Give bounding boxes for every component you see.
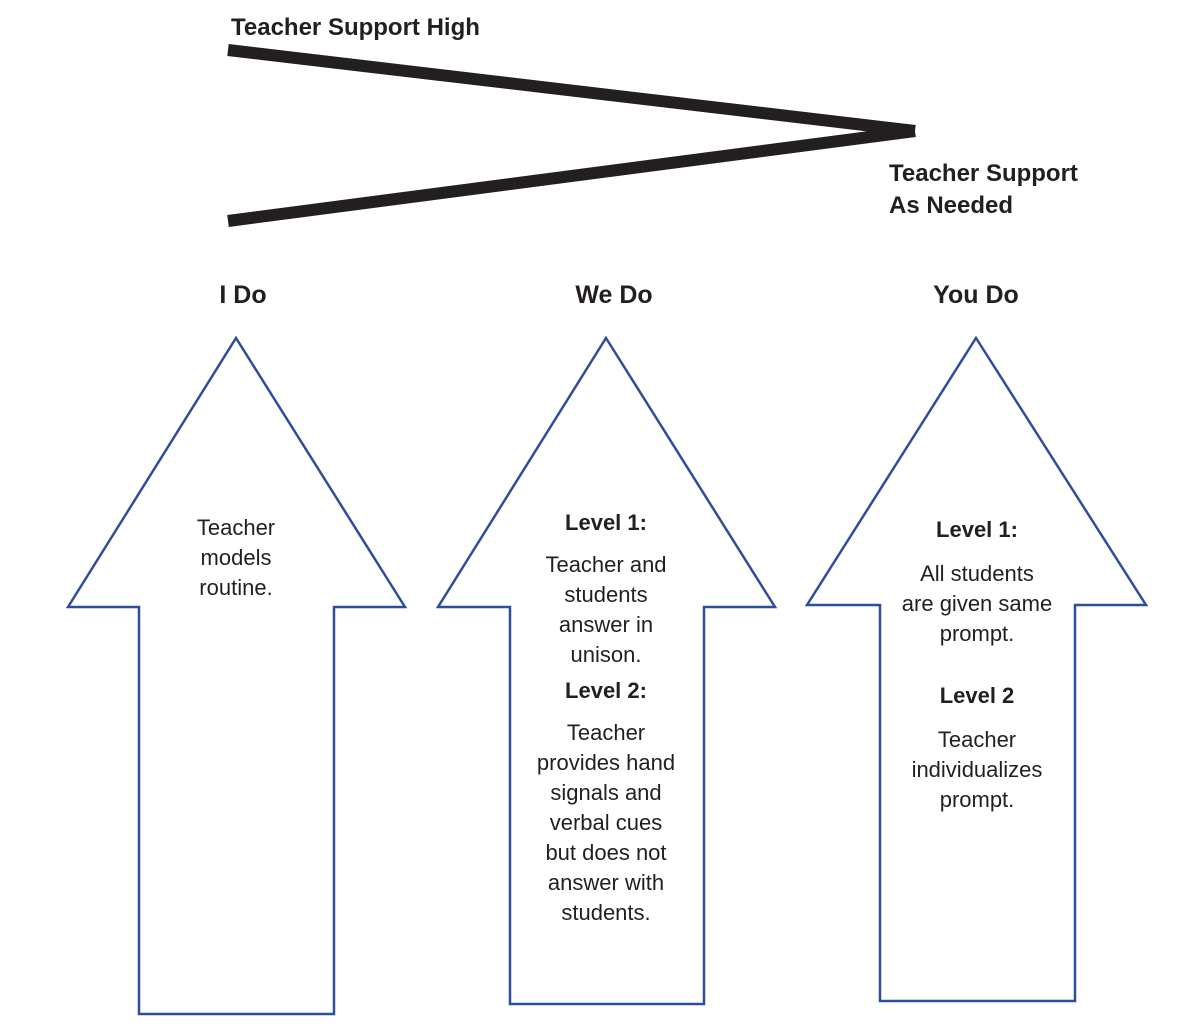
we-do-level2-heading: Level 2: bbox=[565, 678, 647, 703]
you-do-level1-text: All students are given same prompt. bbox=[901, 561, 1053, 646]
i-do-arrow bbox=[65, 335, 408, 1016]
teacher-support-as-needed-line2: As Needed bbox=[889, 192, 1014, 220]
you-do-description: Level 1: All students are given same pro… bbox=[876, 517, 1078, 815]
we-do-level1-text: Teacher and students answer in unison. bbox=[545, 552, 667, 667]
i-do-description: Teacher models routine. bbox=[141, 513, 331, 603]
i-do-text: Teacher models routine. bbox=[196, 515, 276, 600]
you-do-level2-text: Teacher individualizes prompt. bbox=[911, 727, 1043, 812]
support-wedge-upper-line bbox=[227, 44, 916, 137]
teacher-support-as-needed-line1: Teacher Support bbox=[889, 160, 1078, 187]
you-do-arrow bbox=[804, 335, 1149, 1003]
we-do-title: We Do bbox=[575, 281, 653, 309]
we-do-arrow bbox=[435, 335, 778, 1006]
teacher-support-as-needed-label: Teacher Support As Needed bbox=[889, 158, 1078, 223]
i-do-title: I Do bbox=[219, 281, 267, 309]
you-do-level1-heading: Level 1: bbox=[936, 517, 1018, 542]
we-do-description: Level 1: Teacher and students answer in … bbox=[508, 510, 704, 928]
you-do-title: You Do bbox=[933, 281, 1019, 309]
support-wedge-lower-line bbox=[227, 125, 916, 227]
you-do-level2-heading: Level 2 bbox=[939, 683, 1015, 708]
we-do-level2-text: Teacher provides hand signals and verbal… bbox=[536, 720, 676, 925]
we-do-level1-heading: Level 1: bbox=[565, 510, 647, 535]
teacher-support-high-label: Teacher Support High bbox=[231, 14, 480, 41]
